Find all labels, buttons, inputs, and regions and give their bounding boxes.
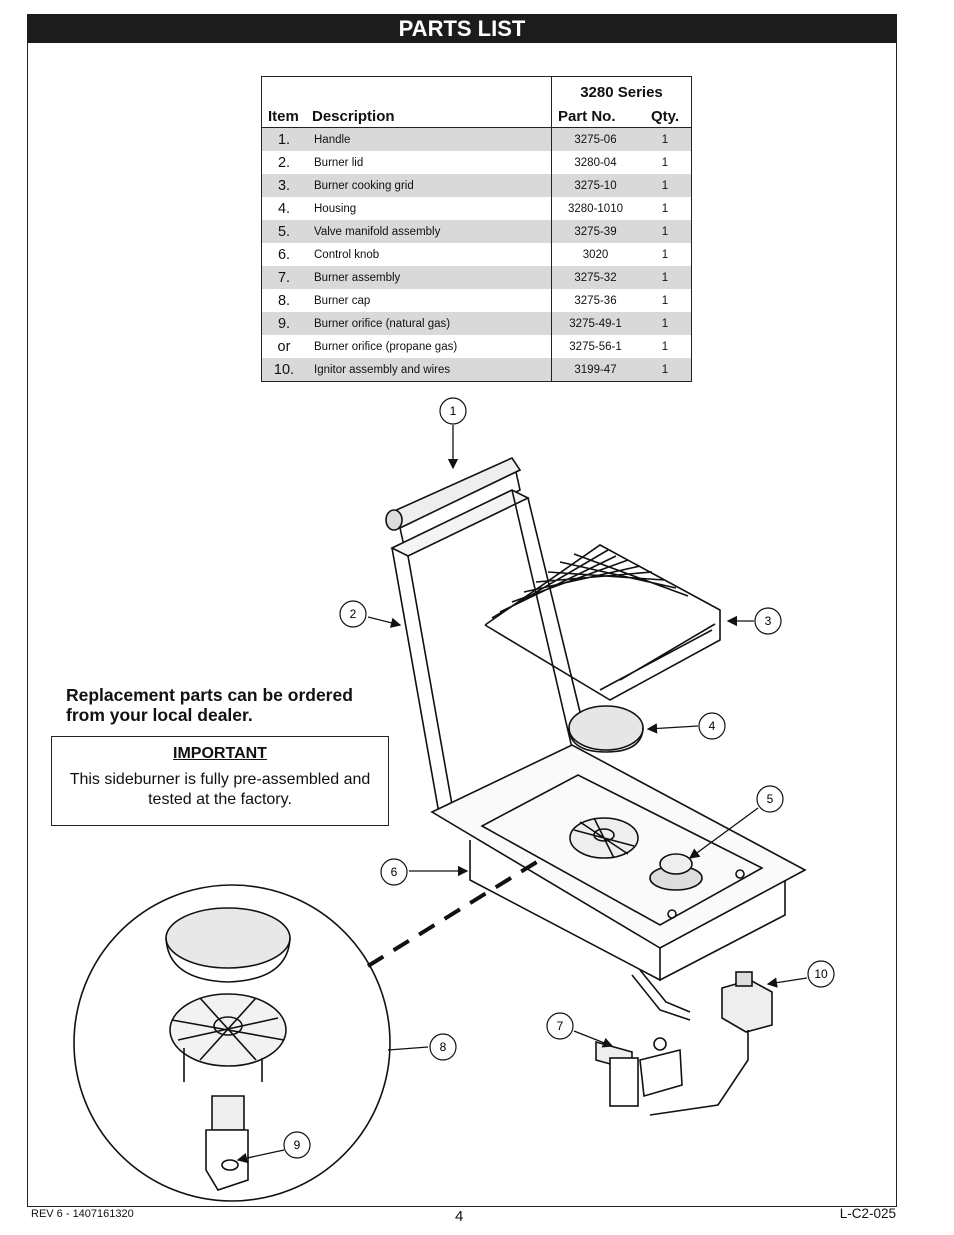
callout-label: 9 (294, 1138, 301, 1152)
important-box: IMPORTANT This sideburner is fully pre-a… (51, 736, 389, 826)
cell-item: or (277, 338, 291, 355)
callout-label: 7 (557, 1019, 564, 1033)
cell-description: Burner lid (306, 151, 552, 174)
cell-item: 8. (277, 292, 291, 309)
page-title: PARTS LIST (27, 14, 897, 43)
cell-qty: 1 (639, 174, 692, 197)
cell-part: 3275-36 (574, 294, 617, 307)
page-number: 4 (455, 1208, 464, 1225)
cell-qty: 1 (661, 202, 669, 215)
cell-part: 3275-32 (551, 266, 639, 289)
cell-description: Burner cooking grid (306, 174, 552, 197)
cell-item: 4. (277, 200, 291, 217)
cell-part: 3199-47 (551, 358, 639, 382)
cell-qty: 1 (661, 294, 669, 307)
cell-description: Burner cap (306, 289, 552, 312)
callout-4: 4 (698, 712, 726, 740)
callout-label: 5 (767, 792, 774, 806)
cell-description: Valve manifold assembly (306, 220, 552, 243)
table-row: or Burner orifice (propane gas) 3275-56-1 1 (262, 335, 692, 358)
cell-part: 3275-56-1 (569, 340, 622, 353)
table-row: 2. Burner lid 3280-04 1 (262, 151, 692, 174)
cell-item: 10. (261, 358, 306, 382)
callout-7: 7 (546, 1012, 574, 1040)
item-column-header: Item (261, 105, 306, 128)
callout-1: 1 (439, 397, 467, 425)
revision-code: REV 6 - 1407161320 (31, 1208, 134, 1220)
table-row: 8. Burner cap 3275-36 1 (262, 289, 692, 312)
replacement-note: Replacement parts can be ordered from yo… (66, 685, 353, 725)
callout-label: 1 (450, 404, 457, 418)
cell-item: 5. (261, 220, 306, 243)
cell-part: 3275-39 (551, 220, 639, 243)
callout-10: 10 (807, 960, 835, 988)
table-row: 6. Control knob 3020 1 (262, 243, 692, 266)
cell-item: 9. (261, 312, 306, 335)
cell-description: Burner orifice (natural gas) (306, 312, 552, 335)
callout-label: 2 (350, 607, 357, 621)
cell-qty: 1 (661, 340, 669, 353)
description-column-header: Description (306, 105, 552, 128)
parts-table: 3280 Series Item Description Part No. Qt… (261, 76, 692, 382)
callout-label: 3 (765, 614, 772, 628)
cell-description: Ignitor assembly and wires (306, 358, 552, 382)
document-code: L-C2-025 (839, 1206, 896, 1221)
cell-part: 3275-49-1 (551, 312, 639, 335)
callout-markers: 1 2 3 4 5 6 7 8 9 10 (283, 397, 835, 1159)
cell-description: Burner orifice (propane gas) (306, 335, 552, 358)
callout-6: 6 (380, 858, 408, 886)
callout-2: 2 (339, 600, 367, 628)
callout-9: 9 (283, 1131, 311, 1159)
callout-leaders (236, 425, 808, 1164)
cell-item: 6. (277, 246, 291, 263)
callout-label: 8 (440, 1040, 447, 1054)
cell-qty: 1 (639, 266, 692, 289)
sideburner-illustration (73, 456, 807, 1202)
cell-qty: 1 (639, 312, 692, 335)
cell-part: 3280-04 (574, 156, 617, 169)
cell-item: 1. (261, 127, 306, 151)
important-title: IMPORTANT (173, 745, 267, 762)
cell-description: Handle (306, 127, 552, 151)
callout-3: 3 (754, 607, 782, 635)
cell-qty: 1 (639, 127, 692, 151)
cell-description: Control knob (306, 243, 552, 266)
cell-item: 3. (261, 174, 306, 197)
table-row: 4. Housing 3280-1010 1 (262, 197, 692, 220)
callout-label: 4 (709, 719, 716, 733)
callout-8: 8 (429, 1033, 457, 1061)
cell-qty: 1 (639, 220, 692, 243)
cell-part: 3275-10 (551, 174, 639, 197)
important-body: This sideburner is fully pre-assembled a… (69, 771, 371, 808)
cell-part: 3275-06 (551, 127, 639, 151)
callout-5: 5 (756, 785, 784, 813)
cell-part: 3020 (582, 248, 609, 261)
cell-part: 3280-1010 (568, 202, 623, 215)
callout-label: 10 (814, 967, 828, 981)
part-column-header: Part No. (551, 105, 639, 128)
cell-item: 7. (261, 266, 306, 289)
callout-label: 6 (391, 865, 398, 879)
cell-qty: 1 (639, 358, 692, 382)
series-header: 3280 Series (580, 83, 663, 101)
cell-description: Housing (306, 197, 552, 220)
cell-qty: 1 (661, 156, 669, 169)
qty-column-header: Qty. (639, 105, 692, 128)
cell-qty: 1 (661, 248, 669, 261)
cell-description: Burner assembly (306, 266, 552, 289)
cell-item: 2. (277, 154, 291, 171)
